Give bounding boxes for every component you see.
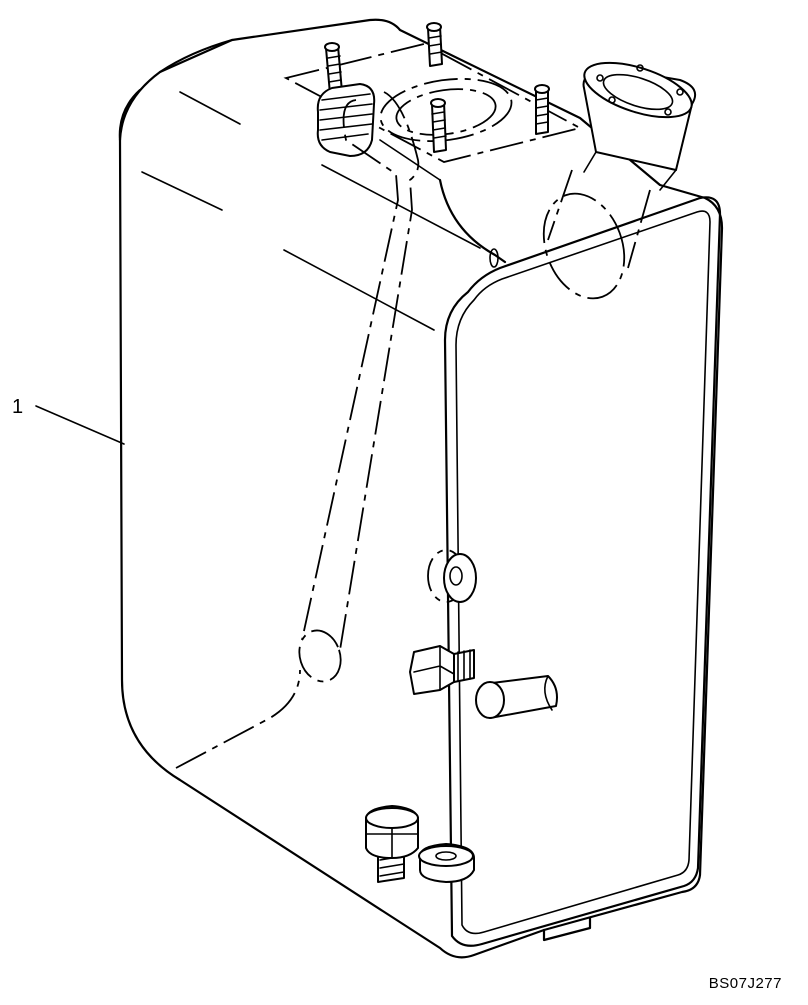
front-face-inner [455, 210, 711, 935]
top-flange-plate [283, 43, 583, 163]
tank-left-edge [118, 88, 142, 142]
suction-tube-end [298, 629, 342, 683]
stud-bolt [430, 98, 447, 153]
return-fitting [316, 83, 376, 157]
callout-label-1: 1 [12, 396, 24, 418]
outlet-tube-end [542, 192, 626, 300]
vent-hole [489, 248, 499, 268]
filler-neck-opening [379, 78, 513, 142]
drain-plug [365, 805, 419, 883]
front-face-outer [443, 196, 722, 947]
spacer-sleeve [475, 675, 558, 719]
callout-leader-1 [35, 405, 125, 445]
top-front-edge [438, 178, 507, 264]
sight-gauge-grommet [427, 549, 477, 603]
top-ridge-line [158, 38, 234, 74]
shade-line-3 [283, 249, 435, 331]
shade-line-2 [141, 171, 223, 211]
drawing-code: BS07J277 [708, 975, 782, 992]
stud-bolt [534, 84, 550, 135]
level-plug [409, 645, 475, 695]
shade-line-4 [321, 164, 481, 249]
internal-contour [175, 669, 301, 769]
outlet-port [582, 61, 696, 191]
outlet-tube [547, 169, 651, 269]
stud-bolt [426, 22, 443, 67]
tank-foot [542, 916, 592, 942]
suction-tube-left [301, 99, 399, 641]
filler-neck-inner [395, 88, 497, 136]
shade-line-1 [179, 91, 241, 125]
washer [418, 843, 475, 883]
top-diagonal-a [379, 139, 441, 181]
suction-tube-right [339, 91, 420, 651]
